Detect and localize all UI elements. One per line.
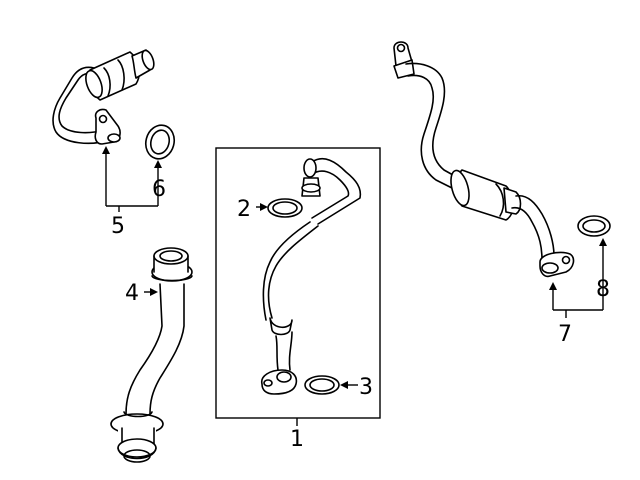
leader-2: [256, 203, 268, 211]
part-1-pipe: [260, 157, 362, 395]
part-8-gasket: [577, 215, 611, 237]
part-7-pipe: [393, 41, 575, 278]
part-5-pipe: [52, 49, 155, 145]
leader-3: [340, 381, 358, 389]
callout-1: 1: [290, 427, 304, 452]
callout-8: 8: [596, 277, 610, 302]
callout-5: 5: [111, 214, 125, 239]
part-4-pipe: [110, 247, 193, 463]
part-2-gasket: [267, 198, 303, 218]
leader-7-8: [549, 238, 607, 318]
callout-2: 2: [237, 197, 251, 222]
callout-3: 3: [359, 375, 373, 400]
leader-5-6: [102, 146, 162, 212]
part-6-gasket: [144, 124, 176, 160]
callout-6: 6: [152, 177, 166, 202]
leader-4: [144, 288, 158, 296]
part-3-gasket: [304, 375, 340, 395]
callout-7: 7: [558, 322, 572, 347]
callout-4: 4: [125, 281, 139, 306]
part-1-box: [215, 147, 381, 419]
